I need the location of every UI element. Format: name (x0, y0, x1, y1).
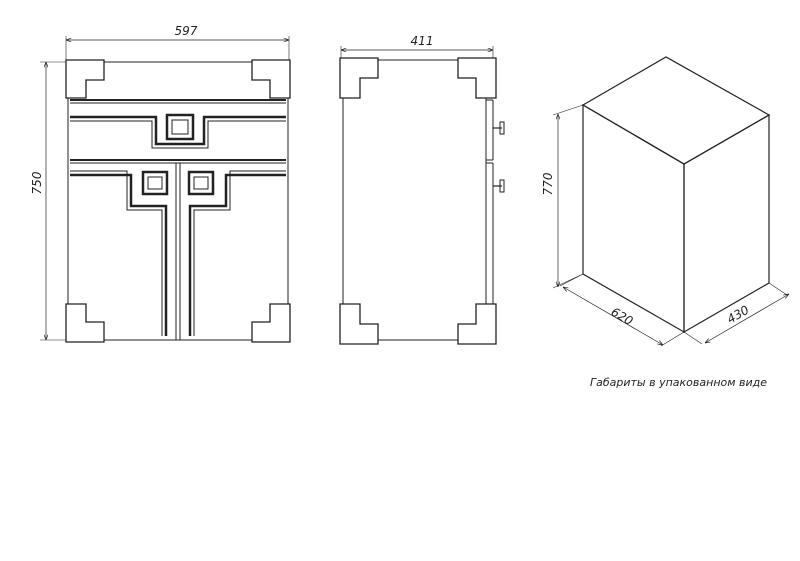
side-view (339, 46, 505, 345)
package-front-face (582, 103, 685, 334)
package-view (552, 56, 789, 347)
front-cabinet-outline (67, 61, 289, 341)
package-depth-dim-line (705, 294, 789, 343)
side-corner-tr (457, 57, 497, 99)
side-corner-tl (339, 57, 379, 99)
side-cabinet-outline (342, 59, 487, 341)
front-corner-tl (65, 59, 105, 99)
side-depth-label: 411 (411, 34, 434, 48)
drawer-handle-square (165, 113, 195, 141)
package-top-face (581, 56, 771, 165)
side-knob-bottom (499, 179, 505, 193)
front-corner-br (251, 303, 291, 343)
right-door-handle-square (187, 170, 215, 196)
front-width-label: 597 (175, 24, 198, 38)
package-width-label: 620 (609, 305, 636, 329)
package-caption: Габариты в упакованном виде (590, 376, 767, 389)
side-corner-br (457, 303, 497, 345)
side-knob-top (499, 121, 505, 135)
package-width-dim-line (563, 287, 663, 345)
package-height-label: 770 (541, 172, 555, 195)
front-corner-tr (251, 59, 291, 99)
package-side-face (683, 113, 770, 334)
left-door-handle-square (141, 170, 169, 196)
side-corner-bl (339, 303, 379, 345)
front-corner-bl (65, 303, 105, 343)
front-height-label: 750 (30, 171, 44, 194)
front-view (40, 36, 291, 343)
